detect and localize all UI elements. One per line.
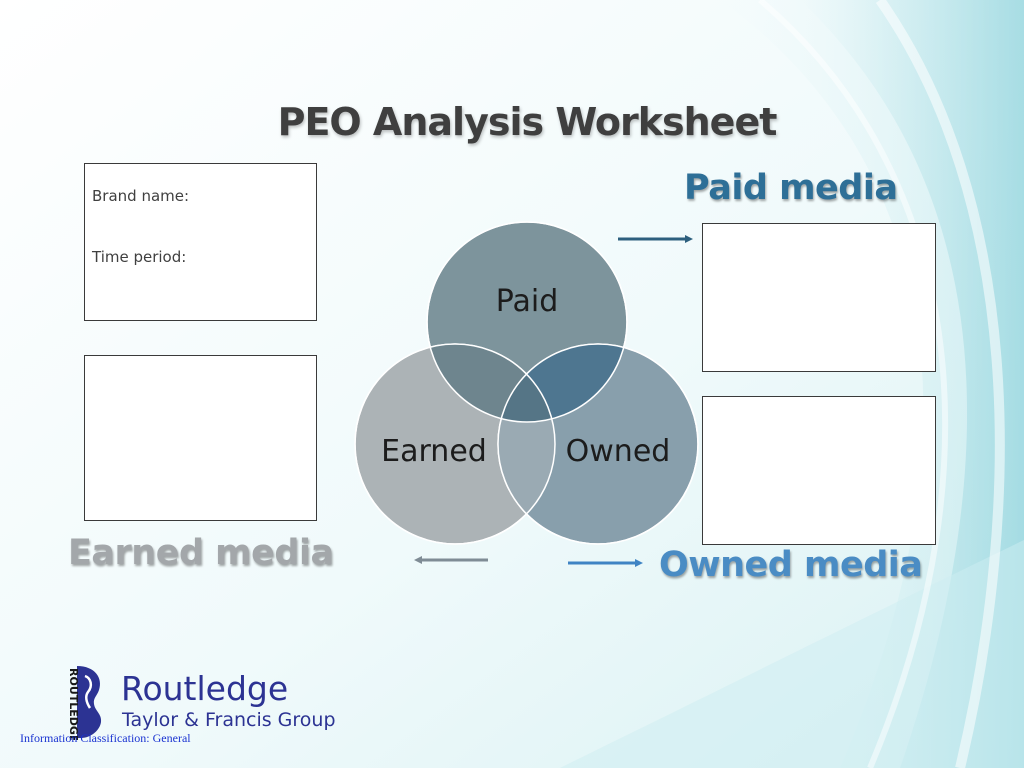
venn-paid-label: Paid (496, 284, 559, 319)
information-classification: Information Classification: General (20, 731, 191, 745)
logo-vertical-text: ROUTLEDGE (67, 668, 80, 740)
page-title: PEO Analysis Worksheet (277, 100, 778, 144)
brand-name-label: Brand name: (92, 187, 190, 205)
venn-owned-label: Owned (566, 434, 671, 469)
earned-arrow (414, 556, 488, 564)
earned-media-box[interactable] (84, 355, 317, 521)
owned-media-box[interactable] (702, 396, 936, 545)
paid-arrow (618, 235, 693, 243)
paid-media-box[interactable] (702, 223, 936, 372)
owned-arrow (568, 559, 643, 567)
logo-name: Routledge (121, 669, 289, 708)
venn-earned-label: Earned (381, 434, 487, 469)
paid-media-label: Paid media (684, 168, 898, 208)
time-period-label: Time period: (92, 248, 187, 266)
logo-group: Taylor & Francis Group (122, 709, 336, 731)
brand-info-box[interactable]: Brand name: Time period: (84, 163, 317, 321)
routledge-logo-mark: ROUTLEDGE (67, 666, 102, 740)
owned-media-label: Owned media (659, 545, 923, 585)
earned-media-label: Earned media (68, 533, 334, 573)
peo-venn-diagram: Paid Earned Owned (354, 221, 699, 545)
